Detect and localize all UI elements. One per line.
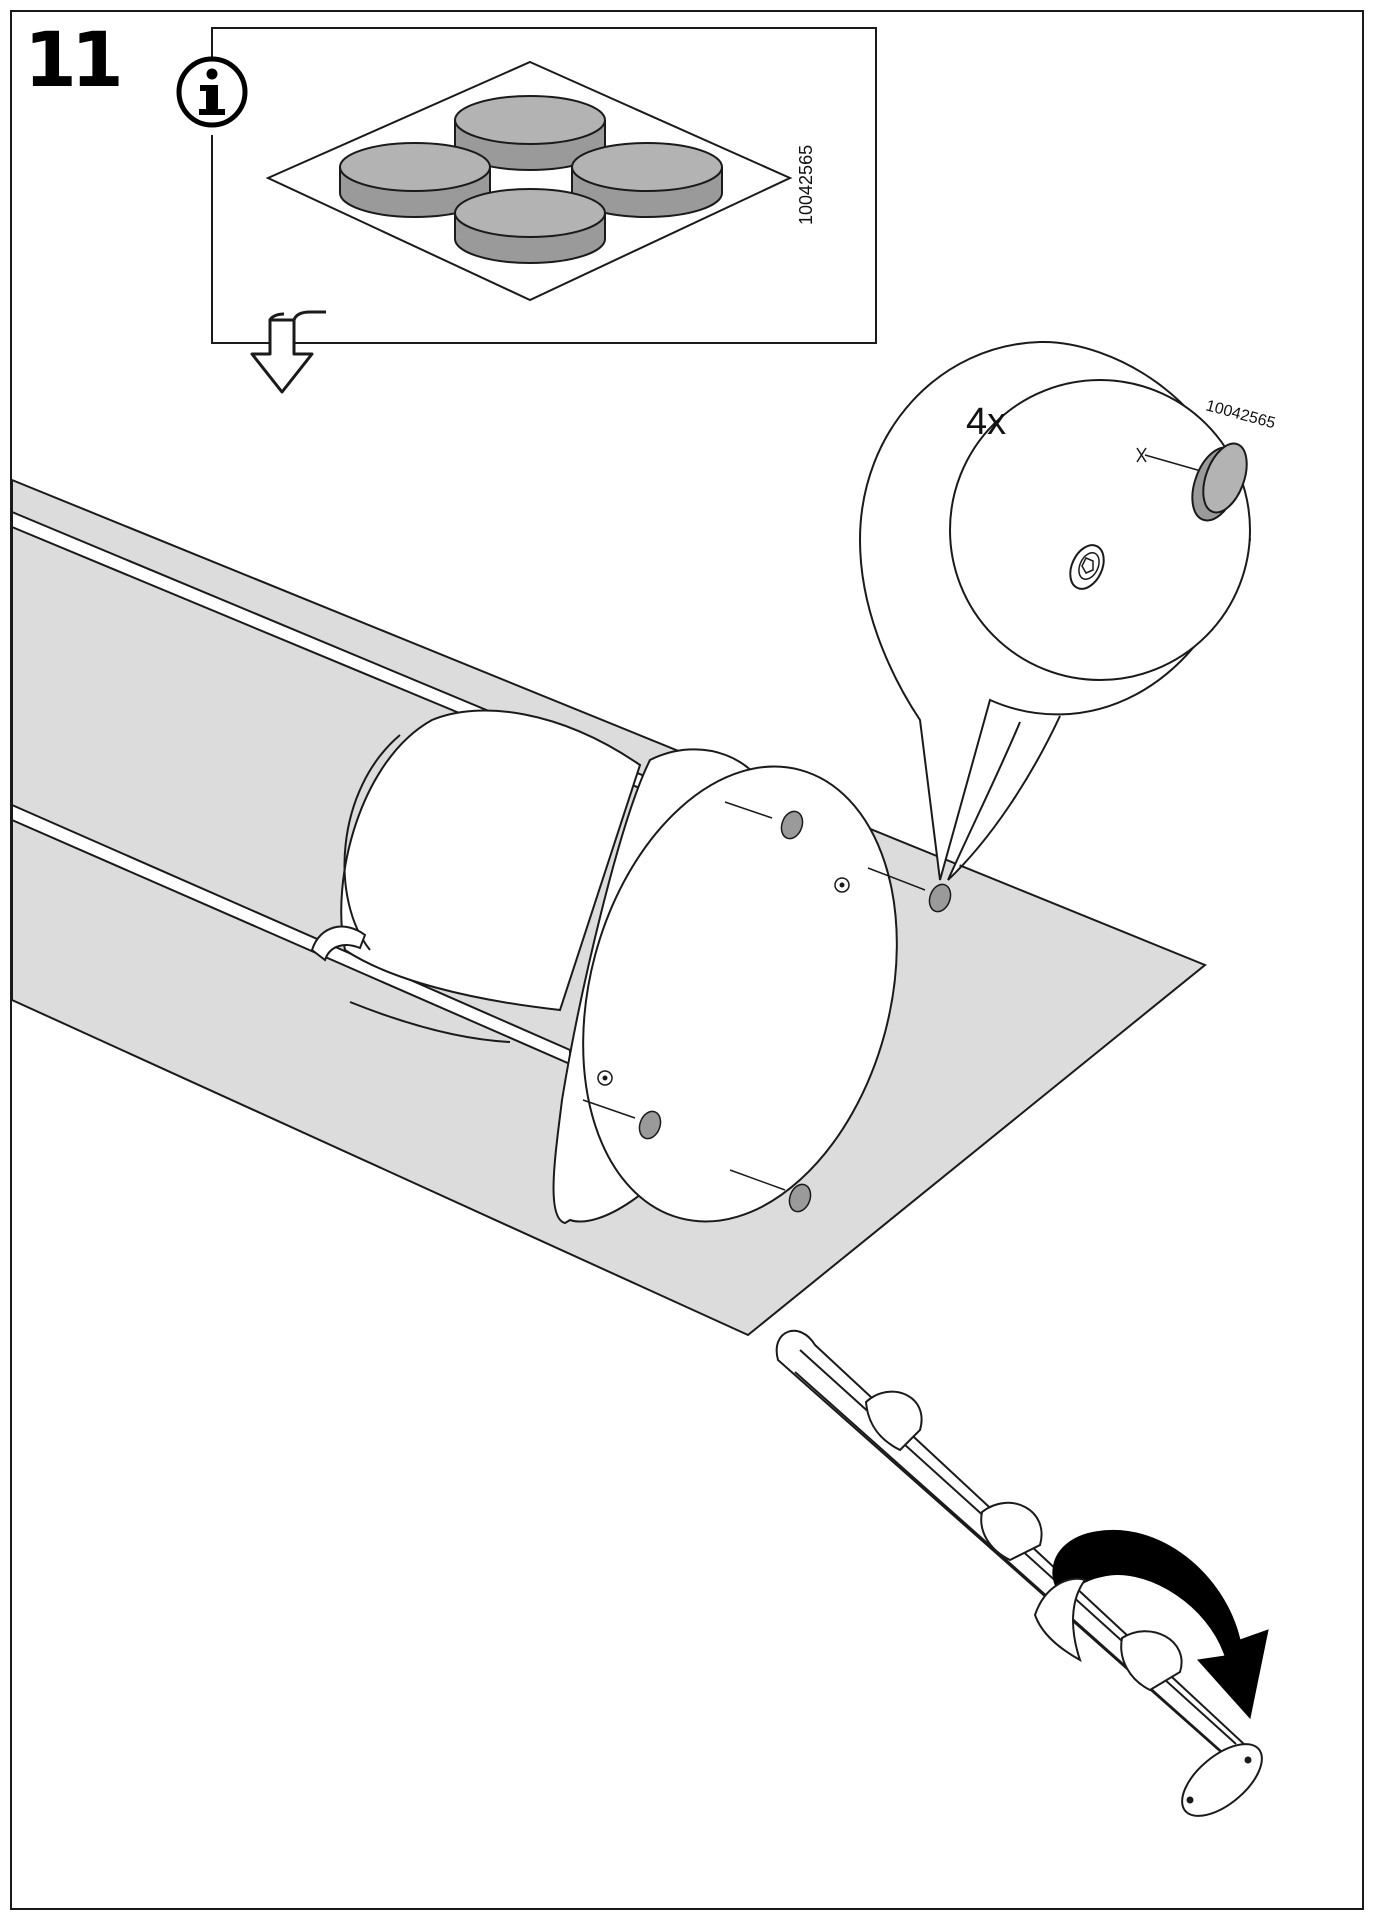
lamp-shade: [310, 709, 642, 1043]
felt-pad: [339, 142, 491, 218]
callout-part-number: 10042565: [1204, 397, 1277, 432]
screw-hole: [597, 1070, 613, 1086]
pad-sheet: [265, 60, 793, 302]
info-part-number: 10042565: [796, 145, 816, 225]
callout-quantity: 4x: [966, 401, 1006, 443]
lamp-base-disc: [552, 748, 952, 1225]
down-arrow-icon: [250, 310, 326, 394]
info-icon: [176, 56, 248, 128]
felt-pad-placement: [582, 801, 952, 1213]
felt-pad-detail: [1136, 442, 1248, 522]
felt-pad: [571, 142, 723, 218]
screw-socket: [1069, 544, 1105, 590]
screw-hole: [834, 877, 850, 893]
felt-pad: [454, 188, 606, 264]
detail-callout: 4x 10042565: [858, 340, 1277, 881]
lamp-small-view: [775, 1329, 1263, 1817]
rotate-arrow-icon: [1033, 1529, 1269, 1720]
info-panel: 10042565: [176, 27, 877, 344]
step-number: 11: [24, 15, 124, 104]
